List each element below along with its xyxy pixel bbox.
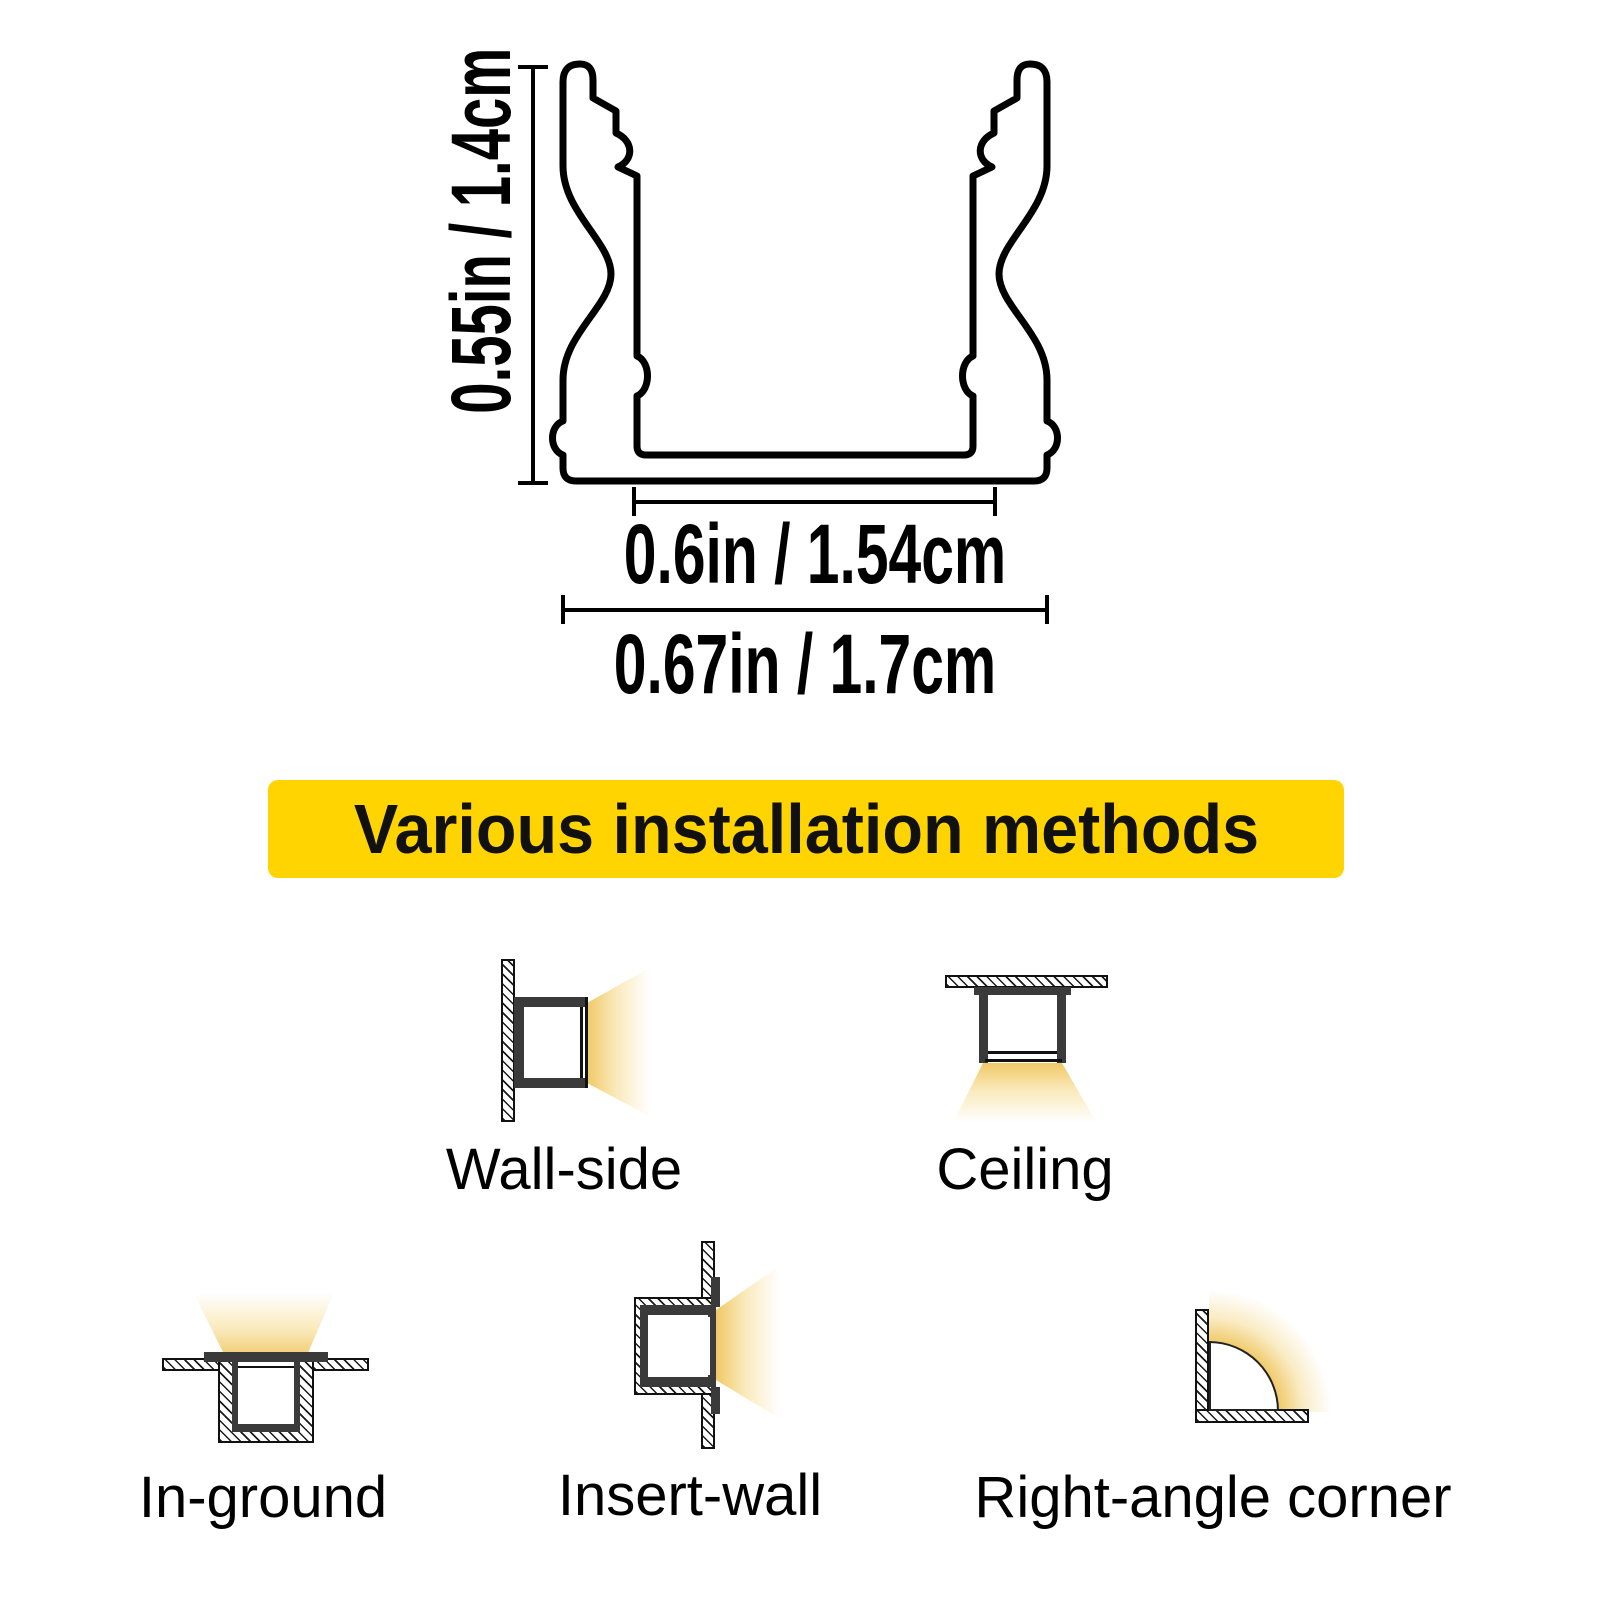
channel-profile-outline [549, 60, 1061, 485]
outer-width-dimension-text: 0.67in / 1.7cm [613, 617, 997, 711]
channel-interior [238, 1361, 294, 1424]
diffuser-slit [706, 1317, 710, 1375]
diffuser-line-inner [988, 1051, 1057, 1054]
channel-left-bar [514, 997, 524, 1088]
method-label-insert-wall: Insert-wall [557, 1463, 823, 1528]
channel-flange-bar [204, 1352, 328, 1362]
diffuser-line-outer [584, 997, 588, 1088]
channel-top-bar [974, 987, 1071, 995]
channel-left-bar [979, 987, 988, 1063]
outer-width-dimension-line [561, 595, 1049, 624]
trim-flange-top [711, 1277, 720, 1307]
section-banner-text: Various installation methods [353, 790, 1259, 868]
corner-wall-vertical-hatch [1195, 1309, 1209, 1423]
diffuser-line-inner [580, 1007, 583, 1078]
channel-bottom-bar [514, 1078, 588, 1088]
trim-flange-bottom [711, 1387, 720, 1414]
method-label-right-angle-corner: Right-angle corner [974, 1465, 1452, 1530]
method-label-ceiling: Ceiling [936, 1137, 1114, 1202]
inner-width-dimension-line [632, 487, 997, 516]
section-banner: Various installation methods [268, 780, 1344, 878]
channel-right-bar [1057, 987, 1066, 1063]
inner-width-dimension-text: 0.6in / 1.54cm [623, 507, 1007, 601]
profile-cross-section-drawing [518, 60, 1061, 624]
height-dimension-line [518, 65, 548, 485]
method-label-in-ground: In-ground [138, 1465, 388, 1530]
diffuser-line [238, 1366, 294, 1368]
diffuser-line-outer [985, 1059, 1062, 1062]
channel-interior [648, 1315, 708, 1377]
corner-wall-horizontal-hatch [1195, 1409, 1309, 1423]
channel-top-bar [514, 997, 588, 1007]
method-label-wall-side: Wall-side [445, 1137, 683, 1202]
